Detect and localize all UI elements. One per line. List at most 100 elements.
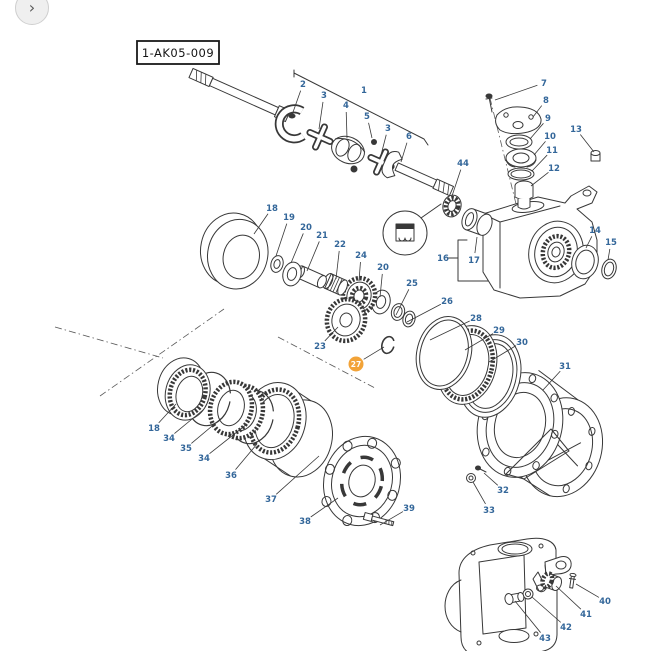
callout-41[interactable]: 41: [580, 610, 592, 620]
callout-34[interactable]: 34: [163, 434, 175, 444]
leader-line-15: [607, 248, 611, 261]
part-bushing-17: [461, 208, 493, 236]
leader-line-14: [585, 236, 593, 249]
leader-line-8: [532, 105, 543, 118]
part-carrier-38: [321, 435, 402, 527]
callout-20[interactable]: 20: [300, 223, 312, 233]
callout-4[interactable]: 4: [343, 101, 349, 111]
part-ring-25: [390, 303, 406, 321]
part-cup-5: [371, 139, 377, 145]
callout-17[interactable]: 17: [468, 256, 480, 266]
part-seal-44: [442, 194, 462, 218]
callout-25[interactable]: 25: [406, 279, 418, 289]
callout-28[interactable]: 28: [470, 314, 482, 324]
highlighted-callout-circle[interactable]: [348, 356, 364, 372]
callout-10[interactable]: 10: [544, 132, 556, 142]
leader-line-42: [531, 596, 562, 623]
part-bushing-41: [540, 571, 563, 591]
callout-44[interactable]: 44: [457, 159, 469, 169]
callout-34[interactable]: 34: [198, 454, 210, 464]
callout-27[interactable]: 27: [351, 360, 361, 369]
callout-33[interactable]: 33: [483, 506, 495, 516]
callout-36[interactable]: 36: [225, 471, 237, 481]
part-shaft-1: [188, 67, 291, 123]
callout-7[interactable]: 7: [541, 79, 547, 89]
callout-19[interactable]: 19: [283, 213, 295, 223]
detail-inset-circle: [382, 203, 442, 256]
callout-14[interactable]: 14: [589, 226, 601, 236]
leader-line-12: [530, 171, 549, 187]
callout-1[interactable]: 1: [361, 86, 367, 96]
part-double-yoke-4: [331, 135, 366, 165]
part-seal-18b: [157, 357, 211, 421]
trunnion-housing-group: [444, 537, 577, 651]
leader-line-17: [474, 236, 478, 254]
callout-12[interactable]: 12: [548, 164, 560, 174]
callout-32[interactable]: 32: [497, 486, 509, 496]
callout-3[interactable]: 3: [321, 91, 327, 101]
part-bearing-10: [505, 148, 537, 168]
leader-line-10: [533, 141, 546, 156]
leader-line-34: [174, 409, 204, 434]
callout-13[interactable]: 13: [570, 125, 582, 135]
callout-3[interactable]: 3: [385, 124, 391, 134]
diagram-ref-label: 1-AK05-009: [136, 40, 220, 65]
part-bolt-43: [504, 591, 525, 605]
leader-line-2: [291, 90, 302, 116]
callout-22[interactable]: 22: [334, 240, 346, 250]
callout-39[interactable]: 39: [403, 504, 415, 514]
callout-5[interactable]: 5: [364, 112, 370, 122]
callout-9[interactable]: 9: [545, 114, 551, 124]
gear-train-group: [200, 212, 522, 418]
leader-line-19: [275, 223, 288, 257]
callout-42[interactable]: 42: [560, 623, 572, 633]
leader-line-44: [451, 169, 462, 197]
callout-18[interactable]: 18: [148, 424, 160, 434]
part-gasket-28: [415, 316, 473, 390]
callout-23[interactable]: 23: [314, 342, 326, 352]
callout-11[interactable]: 11: [546, 146, 558, 156]
leader-line-3: [380, 134, 387, 156]
callout-40[interactable]: 40: [599, 597, 611, 607]
part-washer-20b: [371, 289, 391, 315]
callout-43[interactable]: 43: [539, 634, 551, 644]
callout-16[interactable]: 16: [437, 254, 449, 264]
callout-2[interactable]: 2: [300, 80, 306, 90]
knuckle-housing-group: [461, 93, 617, 299]
callout-6[interactable]: 6: [406, 132, 412, 142]
leader-line-20: [379, 273, 383, 298]
callout-31[interactable]: 31: [559, 362, 571, 372]
callout-38[interactable]: 38: [299, 517, 311, 527]
part-seal-14: [571, 244, 599, 280]
callout-29[interactable]: 29: [493, 326, 505, 336]
callout-35[interactable]: 35: [180, 444, 192, 454]
callout-18[interactable]: 18: [266, 204, 278, 214]
leader-line-20: [290, 233, 304, 264]
leader-line-37: [275, 455, 320, 495]
part-spider-3: [306, 123, 334, 151]
leader-line-5: [368, 122, 373, 139]
part-stud-7: [485, 93, 493, 113]
callout-30[interactable]: 30: [516, 338, 528, 348]
chevron-right-icon: ›: [28, 0, 36, 17]
part-disc-35: [207, 379, 255, 437]
leader-line-3: [318, 101, 324, 130]
callout-20[interactable]: 20: [377, 263, 389, 273]
callout-15[interactable]: 15: [605, 238, 617, 248]
part-nut-42: [522, 588, 534, 600]
part-seal-18: [200, 212, 269, 290]
leader-line-9: [529, 123, 544, 140]
leader-line-24: [358, 261, 361, 282]
part-cup-5b: [350, 165, 358, 173]
part-yoke-2: [274, 104, 306, 144]
callout-26[interactable]: 26: [441, 297, 453, 307]
callout-24[interactable]: 24: [355, 251, 367, 261]
callout-21[interactable]: 21: [316, 231, 328, 241]
part-pin-40: [568, 572, 577, 589]
leader-line-11: [531, 154, 548, 172]
callout-8[interactable]: 8: [543, 96, 549, 106]
axle-shaft-group: [188, 67, 462, 256]
callout-37[interactable]: 37: [265, 495, 277, 505]
steering-arm: [532, 556, 572, 593]
